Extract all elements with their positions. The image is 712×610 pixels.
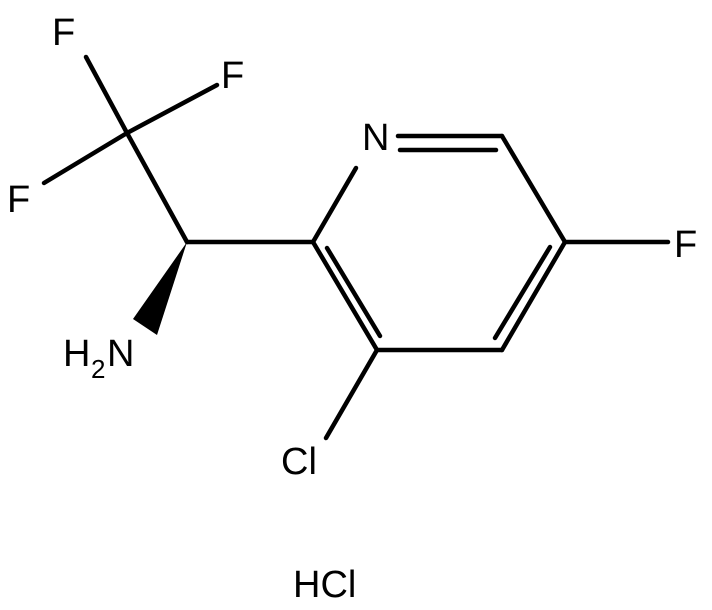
wedge-bond-amine <box>133 242 187 335</box>
bond-c3-cl <box>323 347 380 441</box>
atom-label-f-right: F <box>221 55 244 97</box>
bond-ring-c5-c4 <box>499 239 568 353</box>
atom-label-amine-h: H <box>63 333 90 375</box>
bond-ring-c3-c2-double <box>324 245 383 339</box>
bond-cf3-f-top <box>83 54 130 136</box>
bond-cf3-chiral <box>124 130 190 245</box>
bond-ring-c5-c4-double <box>492 244 553 341</box>
atom-label-chlorine: Cl <box>281 441 317 483</box>
atom-label-f-left: F <box>7 179 30 221</box>
bond-cf3-f-right <box>124 82 220 136</box>
atom-label-n-ring: N <box>362 117 389 159</box>
bond-ring-c3-c2 <box>310 239 380 353</box>
atom-label-amine-n: N <box>107 333 134 375</box>
bond-ring-c6-c5 <box>499 133 568 245</box>
atom-label-f-top: F <box>52 12 75 54</box>
atom-label-f-ring: F <box>674 224 697 266</box>
salt-label: HCl <box>293 564 356 606</box>
bond-cf3-f-left <box>41 130 130 186</box>
atom-label-amine-subscript: 2 <box>91 354 105 384</box>
bond-ring-c2-n <box>310 165 359 245</box>
